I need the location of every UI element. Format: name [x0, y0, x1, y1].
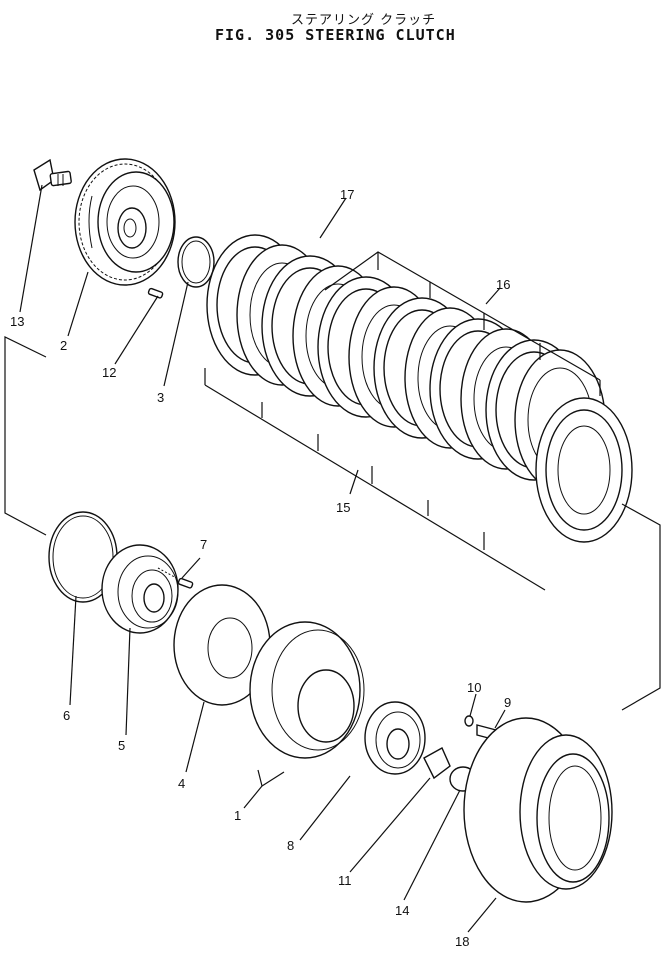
callout-10: 10 — [467, 680, 481, 695]
callout-9: 9 — [504, 695, 511, 710]
clutch-disc-stack — [206, 234, 633, 543]
part-2-hub — [74, 158, 176, 286]
connector-lines — [4, 336, 661, 711]
group-bracket-15 — [204, 368, 546, 591]
part-7-pin — [157, 567, 194, 589]
group-bracket-16 — [324, 251, 601, 396]
callout-16: 16 — [496, 277, 510, 292]
leader-lines — [19, 184, 506, 933]
callout-1: 1 — [234, 808, 241, 823]
callout-8: 8 — [287, 838, 294, 853]
part-13-bolt — [33, 158, 72, 192]
callout-11: 11 — [338, 873, 352, 888]
part-18-ring-gear — [463, 717, 613, 903]
part-5-piston — [101, 544, 179, 634]
callout-13: 13 — [10, 314, 24, 329]
part-1-drum — [249, 621, 365, 759]
part-8-hub — [364, 701, 426, 775]
figure-title: FIG. 305 STEERING CLUTCH — [215, 26, 456, 44]
callout-14: 14 — [395, 903, 409, 918]
callout-3: 3 — [157, 390, 164, 405]
callout-5: 5 — [118, 738, 125, 753]
callout-18: 18 — [455, 934, 469, 949]
callout-2: 2 — [60, 338, 67, 353]
part-3-snap-ring — [177, 236, 215, 288]
part-11-plate — [423, 747, 451, 780]
figure-title-japanese: ステアリング クラッチ — [291, 13, 437, 28]
callout-labels: 13 2 12 3 17 16 15 7 6 5 4 1 8 10 9 11 1… — [10, 187, 511, 949]
callout-7: 7 — [200, 537, 207, 552]
callout-12: 12 — [102, 365, 116, 380]
callout-6: 6 — [63, 708, 70, 723]
part-12-pin — [147, 287, 164, 299]
callout-17: 17 — [340, 187, 354, 202]
callout-4: 4 — [178, 776, 185, 791]
callout-15: 15 — [336, 500, 350, 515]
part-10-washer — [464, 715, 474, 727]
